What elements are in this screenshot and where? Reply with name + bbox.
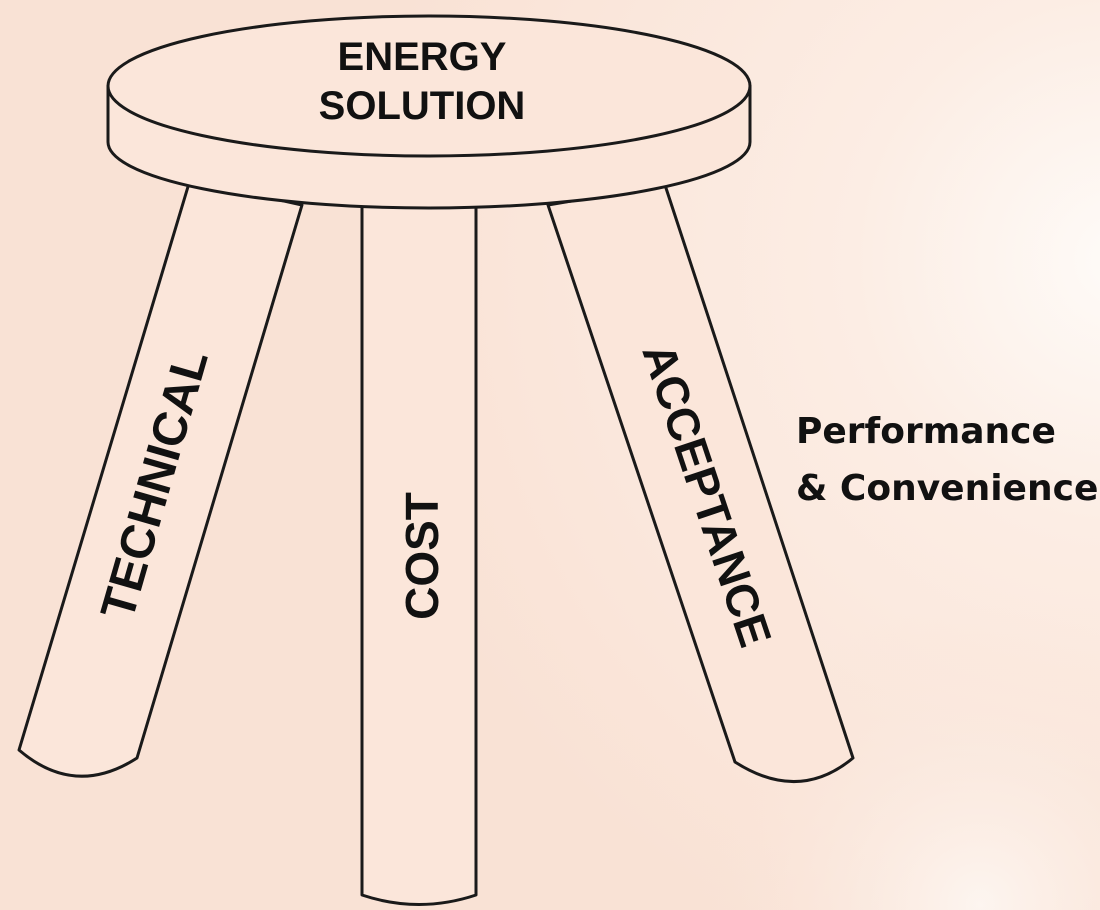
seat-label-line1: ENERGY	[338, 35, 507, 79]
seat-label-line2: SOLUTION	[319, 84, 526, 128]
note-line1: Performance	[796, 411, 1056, 452]
leg-right	[546, 183, 855, 783]
leg-left	[17, 178, 304, 778]
seat-top	[106, 14, 752, 158]
leg-middle	[360, 204, 478, 906]
leg-label-cost: COST	[396, 492, 448, 620]
note-line2: & Convenience	[796, 468, 1098, 509]
